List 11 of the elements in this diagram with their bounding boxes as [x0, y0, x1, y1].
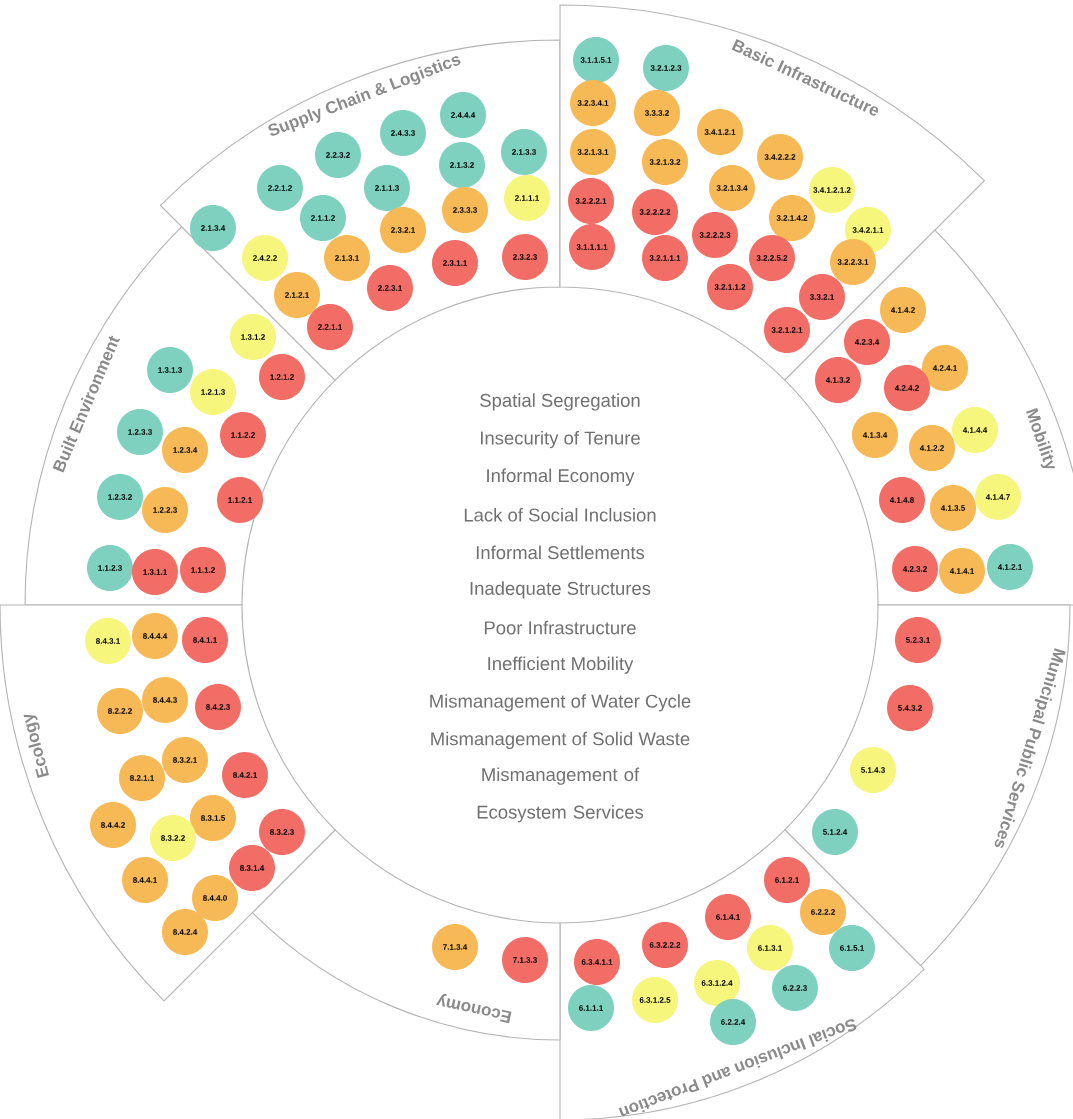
problem-label: Informal Economy: [487, 468, 635, 486]
problem-label: Informal Settlements: [476, 545, 645, 560]
problem-label: Inefficient Mobility: [488, 656, 634, 674]
problem-label: Insecurity of Tenure: [481, 430, 640, 449]
problem-label: Mismanagement of Solid Waste: [431, 731, 690, 749]
problem-label: Mismanagement of Ecosystem Services: [477, 767, 644, 823]
problem-label: Inadequate Structures: [470, 581, 651, 599]
problem-label: Lack of Social Inclusion: [464, 508, 656, 522]
problem-label: Poor Infrastructure: [484, 620, 636, 635]
problem-label: Mismanagement of Water Cycle: [430, 694, 691, 712]
problem-label: Spatial Segregation: [480, 393, 640, 411]
